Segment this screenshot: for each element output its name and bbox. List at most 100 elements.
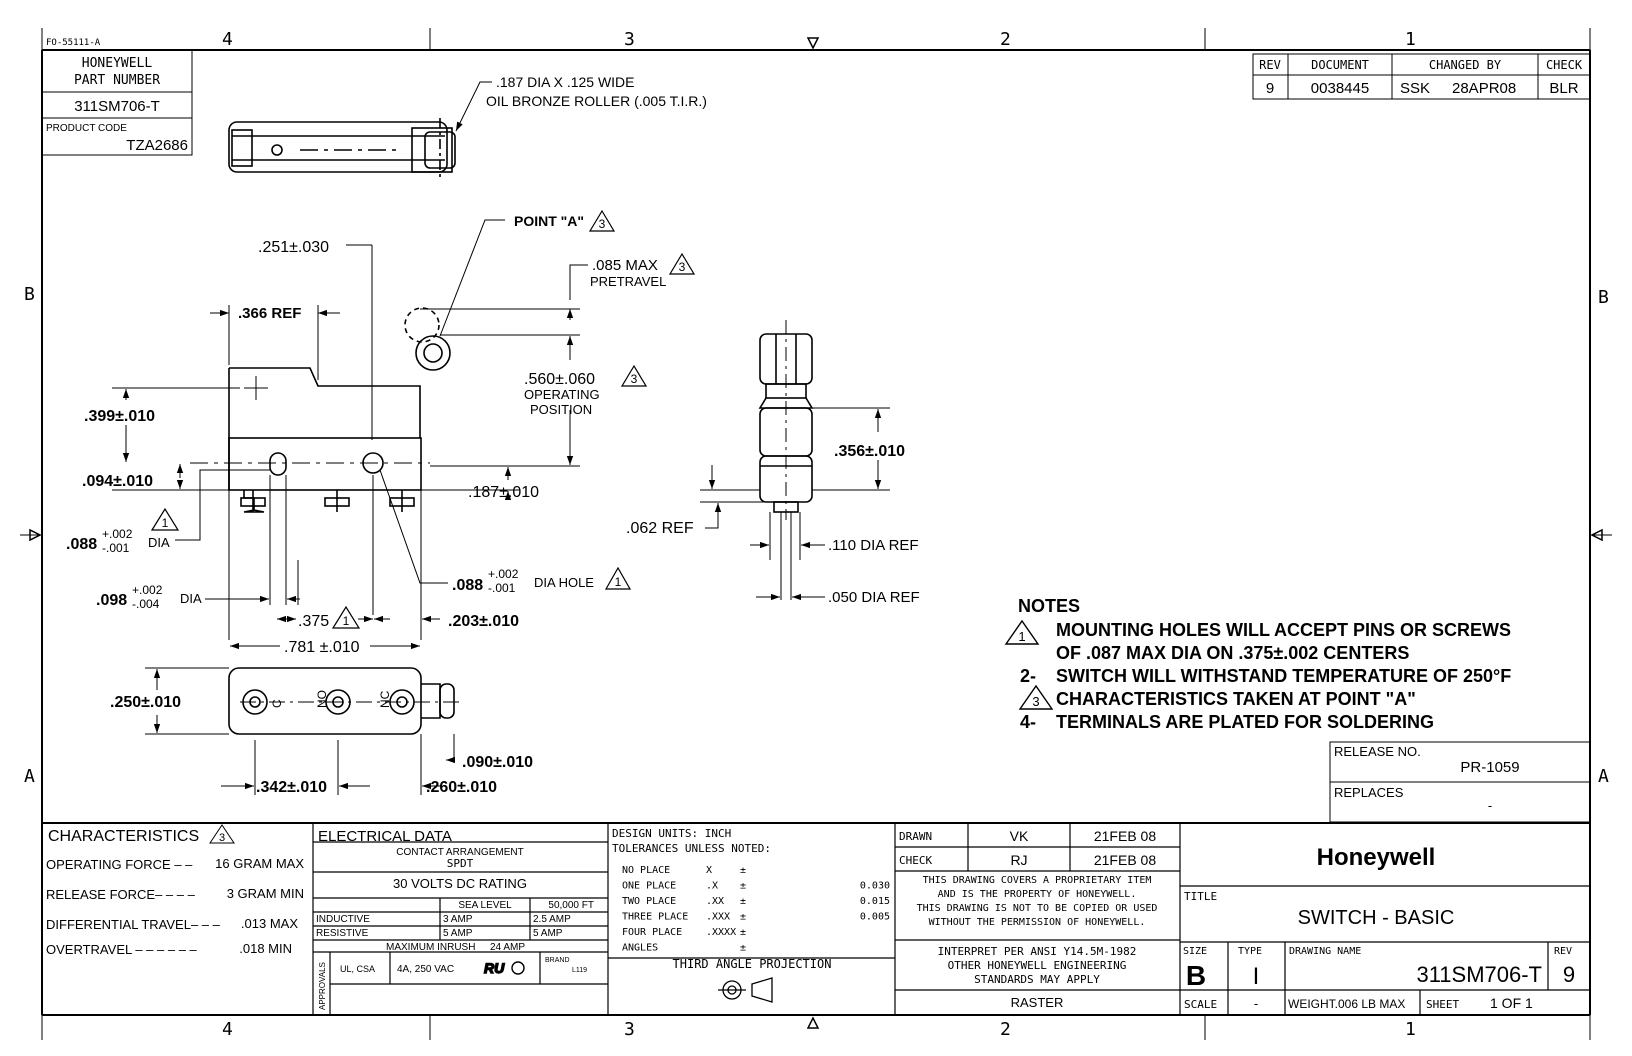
notes-heading: NOTES xyxy=(1018,596,1080,616)
altitude-header: 50,000 FT xyxy=(548,900,594,911)
tolerance-pm-5: ± xyxy=(740,943,746,954)
dc-rating: 30 VOLTS DC RATING xyxy=(393,876,527,891)
brand-label: BRAND xyxy=(545,957,570,964)
part-number-value: 311SM706-T xyxy=(74,98,160,115)
interpret-line-1: INTERPRET PER ANSI Y14.5M-1982 xyxy=(938,945,1137,958)
bottom-view xyxy=(228,667,460,735)
tolerance-pm-3: ± xyxy=(740,912,746,923)
roller-callout-leader xyxy=(455,81,492,132)
inductive-alt-value: 2.5 AMP xyxy=(533,914,571,925)
tolerance-value-3: 0.005 xyxy=(860,912,890,923)
tolerance-places-5: ANGLES xyxy=(622,943,658,954)
note-4-line1: TERMINALS ARE PLATED FOR SOLDERING xyxy=(1056,712,1434,732)
note-1-marker: 1 xyxy=(1018,629,1025,644)
size-value: B xyxy=(1186,960,1206,991)
dim-366: .366 REF xyxy=(238,305,301,322)
top-view xyxy=(228,118,456,178)
replaces-label: REPLACES xyxy=(1334,785,1404,800)
approvals-label: APPROVALS xyxy=(318,962,327,1010)
char-operating-force-label: OPERATING FORCE – – xyxy=(46,857,193,872)
dim-088-left-dia: DIA xyxy=(148,535,170,550)
drawn-by: VK xyxy=(1010,828,1029,844)
zone-col-3-top: 3 xyxy=(624,29,635,50)
dim-260: .260±.010 xyxy=(426,779,497,796)
title-block-frame xyxy=(42,822,1590,1015)
dim-088-left-base: .088 xyxy=(66,536,97,553)
dim-098-dia: DIA xyxy=(180,591,202,606)
term-label-c: C xyxy=(270,699,284,708)
resistive-label: RESISTIVE xyxy=(316,928,369,939)
size-label: SIZE xyxy=(1183,946,1207,957)
term-label-no: NO xyxy=(315,690,329,708)
company-logo: Honeywell xyxy=(1317,844,1436,871)
replaces-value: - xyxy=(1488,798,1492,813)
dim-062: .062 REF xyxy=(626,520,694,537)
dim-356: .356±.010 xyxy=(834,443,905,460)
zone-row-b-right: B xyxy=(1598,287,1609,308)
drawing-name-value: 311SM706-T xyxy=(1416,962,1542,987)
type-label: TYPE xyxy=(1238,946,1262,957)
proprietary-line-4: WITHOUT THE PERMISSION OF HONEYWELL. xyxy=(929,917,1146,928)
check-date: 21FEB 08 xyxy=(1094,852,1156,868)
dim-088-left-minus: -.001 xyxy=(102,541,130,555)
tolerance-places-3: THREE PLACE xyxy=(622,912,688,923)
char-overtravel-label: OVERTRAVEL – – – – – – xyxy=(46,942,198,957)
dim-088-hole-base: .088 xyxy=(452,577,483,594)
rev-value-title: 9 xyxy=(1563,962,1575,987)
flag-088-left: 1 xyxy=(162,516,169,530)
rev-changed-by-value: SSK xyxy=(1400,80,1430,97)
tolerances-unless-noted: TOLERANCES UNLESS NOTED: xyxy=(612,842,771,855)
part-number-label-2: PART NUMBER xyxy=(74,73,160,88)
type-value: I xyxy=(1253,963,1260,990)
weight-value: WEIGHT.006 LB MAX xyxy=(1288,997,1405,1011)
dim-098-plus: +.002 xyxy=(132,583,163,597)
tolerance-format-1: .X xyxy=(706,881,718,892)
interpret-line-2: OTHER HONEYWELL ENGINEERING xyxy=(948,959,1127,972)
rev-date-value: 28APR08 xyxy=(1452,80,1516,97)
rev-header-document: DOCUMENT xyxy=(1311,58,1369,72)
ul-mark-icon: RU xyxy=(483,959,525,977)
dim-090: .090±.010 xyxy=(462,754,533,771)
contact-arrangement-label: CONTACT ARRANGEMENT xyxy=(396,847,523,858)
electrical-title: ELECTRICAL DATA xyxy=(318,828,452,845)
scale-value: - xyxy=(1254,996,1258,1011)
dim-110: .110 DIA REF xyxy=(828,537,919,554)
check-label: CHECK xyxy=(899,854,932,867)
zone-row-b-left: B xyxy=(24,284,35,305)
dim-088-left-plus: +.002 xyxy=(102,527,133,541)
brand-code: L119 xyxy=(572,967,587,974)
rev-header-check: CHECK xyxy=(1546,58,1583,72)
note-1-line2: OF .087 MAX DIA ON .375±.002 CENTERS xyxy=(1056,643,1409,663)
flag-375: 1 xyxy=(343,614,350,628)
note-1-line1: MOUNTING HOLES WILL ACCEPT PINS OR SCREW… xyxy=(1056,620,1511,640)
product-code-label: PRODUCT CODE xyxy=(46,123,127,134)
note-3-line1: CHARACTERISTICS TAKEN AT POINT "A" xyxy=(1056,689,1416,709)
tolerance-pm-1: ± xyxy=(740,881,746,892)
inductive-label: INDUCTIVE xyxy=(316,914,370,925)
dim-375: .375 xyxy=(298,613,329,630)
dim-050: .050 DIA REF xyxy=(828,589,920,606)
notes-flags xyxy=(1004,619,1054,710)
product-code-value: TZA2686 xyxy=(126,137,188,154)
char-operating-force-value: 16 GRAM MAX xyxy=(215,856,304,871)
release-label: RELEASE NO. xyxy=(1334,744,1421,759)
dim-187: .187±.010 xyxy=(468,484,539,501)
tolerance-format-4: .XXXX xyxy=(706,927,736,938)
dim-094: .094±.010 xyxy=(82,473,153,490)
drawing-title: SWITCH - BASIC xyxy=(1298,907,1455,929)
flag-560: 3 xyxy=(631,372,638,386)
zone-col-2-bottom: 2 xyxy=(1000,1019,1011,1040)
approval-rating: 4A, 250 VAC xyxy=(397,964,454,975)
sheet-label: SHEET xyxy=(1426,998,1459,1011)
projection-label: THIRD ANGLE PROJECTION xyxy=(673,957,832,971)
char-release-force-value: 3 GRAM MIN xyxy=(227,886,304,901)
characteristics-flag-num: 3 xyxy=(219,832,225,844)
sheet-border xyxy=(20,28,1612,1040)
zone-row-a-left: A xyxy=(24,766,35,787)
zone-col-1-bottom: 1 xyxy=(1405,1019,1416,1040)
design-units: DESIGN UNITS: INCH xyxy=(612,827,731,840)
char-release-force-label: RELEASE FORCE– – – – xyxy=(46,887,196,902)
front-view-dimensions xyxy=(112,219,588,650)
center-arrows xyxy=(29,37,1603,1029)
